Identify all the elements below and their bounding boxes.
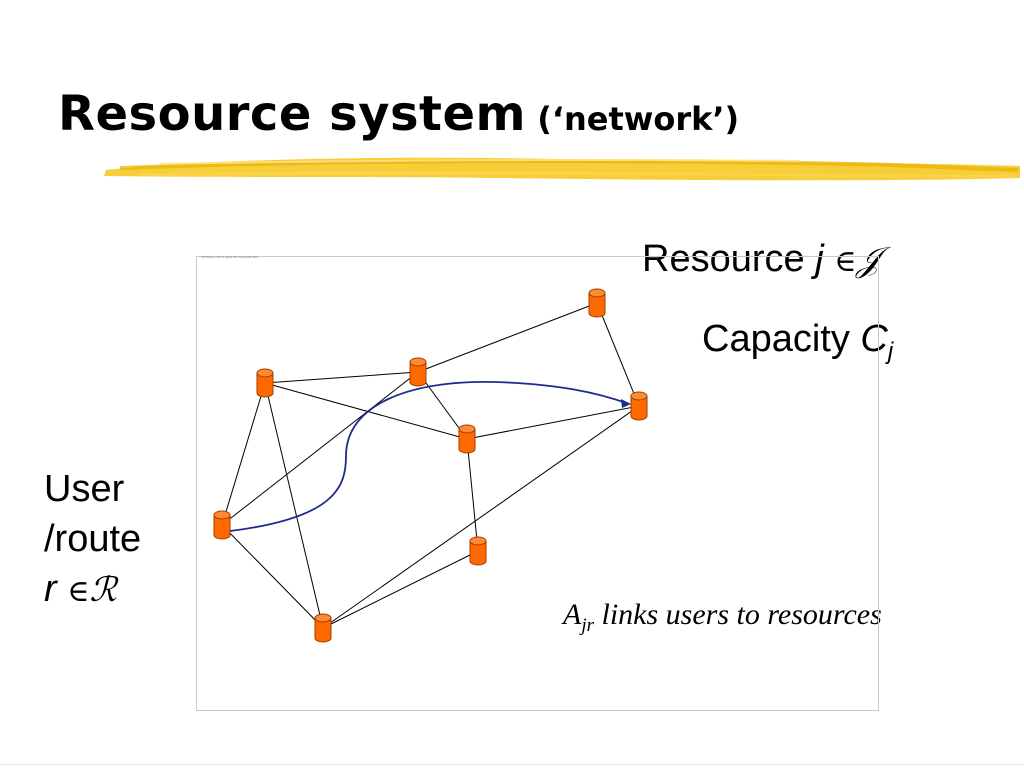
network-link xyxy=(221,371,419,526)
network-diagram xyxy=(196,256,879,711)
capacity-subscript: j xyxy=(887,338,894,365)
user-route-label: User /route r ∈ℛ xyxy=(44,464,141,617)
resource-var: j xyxy=(815,238,824,280)
resource-node-icon xyxy=(588,288,606,318)
network-link xyxy=(264,382,324,629)
element-of-symbol: ∈ xyxy=(834,244,857,279)
matrix-text: links users to resources xyxy=(601,598,882,631)
resource-node-icon xyxy=(630,391,648,421)
capacity-label: Capacity Cj xyxy=(702,318,893,366)
matrix-var: A xyxy=(563,598,582,631)
title-sub: (‘network’) xyxy=(537,100,740,138)
route-var: r xyxy=(44,568,57,610)
diagram-frame-border xyxy=(196,256,879,711)
capacity-text: Capacity xyxy=(702,318,850,360)
frame-caption: Q3 Easy Link to save file as protected xyxy=(201,255,258,259)
title-main: Resource system xyxy=(58,86,527,142)
route-set-symbol: ℛ xyxy=(89,570,117,610)
bottom-rule xyxy=(0,764,1024,765)
nodes-layer xyxy=(213,288,648,643)
edges-layer xyxy=(221,302,640,629)
resource-set-symbol: 𝒥 xyxy=(856,240,880,280)
incidence-matrix-note: Ajr links users to resources xyxy=(563,598,882,637)
network-link xyxy=(322,550,479,629)
resource-label: Resource j ∈𝒥 xyxy=(642,238,880,281)
network-link xyxy=(466,405,640,440)
slide-title: Resource system (‘network’) xyxy=(58,86,739,142)
resource-node-icon xyxy=(469,536,487,566)
resource-node-icon xyxy=(409,357,427,387)
network-link xyxy=(466,438,479,552)
resource-node-icon xyxy=(314,613,332,643)
route-text: /route xyxy=(44,518,142,560)
network-link xyxy=(417,302,598,373)
title-highlighter-stroke xyxy=(104,157,1020,181)
network-link xyxy=(221,382,266,526)
network-link xyxy=(322,405,640,629)
matrix-subscript: jr xyxy=(581,615,595,636)
route-path xyxy=(229,381,630,532)
route-arrowhead xyxy=(621,399,631,408)
network-link xyxy=(221,524,324,629)
resource-node-icon xyxy=(256,368,274,398)
network-link xyxy=(596,302,640,407)
resource-node-icon xyxy=(458,424,476,454)
element-of-symbol: ∈ xyxy=(67,574,90,609)
route-var-line: r ∈ℛ xyxy=(44,564,141,617)
network-link xyxy=(264,371,419,384)
resource-node-icon xyxy=(213,510,231,540)
network-link xyxy=(264,382,468,440)
user-text: User xyxy=(44,468,125,510)
resource-text: Resource xyxy=(642,238,805,280)
capacity-var: C xyxy=(860,318,888,360)
